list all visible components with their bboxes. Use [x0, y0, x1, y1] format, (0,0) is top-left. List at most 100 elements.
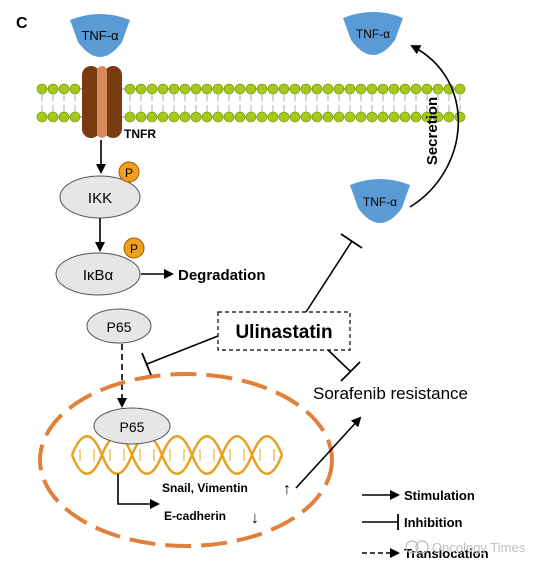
- ikba-phospho-label: P: [130, 242, 138, 256]
- phospholipid-head: [124, 111, 136, 123]
- inhibition-bar-resistance: [340, 361, 361, 382]
- phospholipid-head: [256, 111, 268, 123]
- phospholipid-head: [344, 83, 356, 95]
- ikba-phospho-badge: [123, 237, 145, 259]
- inhibition-ulinastatin-to-tnf: [305, 240, 353, 313]
- phospholipid-head: [212, 111, 224, 123]
- e-cadherin-down-arrow: ↓: [251, 510, 259, 527]
- phospholipid-head: [245, 111, 257, 123]
- e-cadherin-label: E-cadherin: [164, 509, 226, 523]
- legend: Stimulation Inhibition Translocation: [362, 488, 489, 561]
- phospholipid-head: [47, 111, 59, 123]
- ikk-label: IKK: [88, 190, 112, 207]
- inhibition-ulinastatin-to-resistance: [327, 349, 352, 373]
- tnf-alpha-secreted-bottom: [350, 179, 410, 223]
- phospholipid-head: [311, 83, 323, 95]
- snail-vimentin-up-arrow: ↑: [283, 481, 291, 498]
- phospholipid-head: [432, 83, 444, 95]
- phospholipid-head: [201, 83, 213, 95]
- p65-cytoplasm-label: P65: [107, 319, 132, 335]
- dna-helix: [70, 435, 284, 475]
- phospholipid-head: [278, 111, 290, 123]
- phospholipid-head: [58, 83, 70, 95]
- phospholipid-head: [36, 83, 48, 95]
- phospholipid-head: [399, 111, 411, 123]
- legend-translocation-label: Translocation: [404, 546, 489, 561]
- tnf-alpha-ligand: [70, 14, 130, 57]
- phospholipid-head: [300, 111, 312, 123]
- phospholipid-head: [69, 83, 81, 95]
- phospholipid-head: [69, 111, 81, 123]
- phospholipid-head: [135, 111, 147, 123]
- snail-vimentin-label: Snail, Vimentin: [162, 481, 248, 495]
- p65-cytoplasm-node: [86, 308, 152, 344]
- phospholipid-heads: [36, 83, 466, 123]
- phospholipid-head: [388, 83, 400, 95]
- tnf-alpha-secreted-bottom-label: TNF-α: [363, 195, 397, 209]
- phospholipid-head: [355, 111, 367, 123]
- phospholipid-head: [410, 83, 422, 95]
- arrow-transcription: [117, 474, 160, 509]
- arrow-genes-to-resistance: [295, 416, 362, 489]
- watermark-text: Oncology Times: [432, 540, 526, 555]
- ulinastatin-box: [217, 311, 351, 351]
- phospholipid-head: [333, 83, 345, 95]
- phospholipid-head: [135, 83, 147, 95]
- phospholipid-head: [355, 83, 367, 95]
- phospholipid-head: [179, 111, 191, 123]
- phospholipid-head: [245, 83, 257, 95]
- phospholipid-head: [36, 111, 48, 123]
- phospholipid-head: [190, 111, 202, 123]
- p65-nucleus-node: [93, 407, 171, 445]
- phospholipid-head: [344, 111, 356, 123]
- watermark: Oncology Times: [405, 540, 526, 555]
- phospholipid-head: [234, 83, 246, 95]
- phospholipid-head: [421, 83, 433, 95]
- phospholipid-head: [399, 83, 411, 95]
- phospholipid-head: [322, 83, 334, 95]
- ikk-phospho-label: P: [125, 166, 133, 180]
- phospholipid-head: [146, 111, 158, 123]
- phospholipid-head: [212, 83, 224, 95]
- degradation-label: Degradation: [178, 267, 266, 284]
- phospholipid-head: [223, 83, 235, 95]
- phospholipid-head: [333, 111, 345, 123]
- phospholipid-head: [190, 83, 202, 95]
- ikba-node: [55, 252, 141, 296]
- inhibition-bar-p65: [141, 352, 152, 376]
- phospholipid-head: [223, 111, 235, 123]
- phospholipid-head: [388, 111, 400, 123]
- tnf-alpha-ligand-label: TNF-α: [81, 28, 119, 43]
- inhibition-bar-tnf: [340, 233, 363, 249]
- secretion-label: Secretion: [424, 97, 441, 165]
- phospholipid-head: [278, 83, 290, 95]
- ikk-phospho-badge: [118, 161, 140, 183]
- phospholipid-head: [157, 111, 169, 123]
- phospholipid-head: [377, 83, 389, 95]
- legend-stimulation-label: Stimulation: [404, 488, 475, 503]
- tnf-alpha-secreted-top-label: TNF-α: [356, 27, 390, 41]
- ulinastatin-label: Ulinastatin: [235, 322, 332, 343]
- phospholipid-head: [168, 83, 180, 95]
- tnfr-label: TNFR: [124, 127, 156, 141]
- phospholipid-head: [234, 111, 246, 123]
- legend-inhibition-label: Inhibition: [404, 515, 463, 530]
- phospholipid-head: [443, 111, 455, 123]
- cell-membrane: [36, 83, 466, 123]
- phospholipid-head: [168, 111, 180, 123]
- phospholipid-head: [267, 111, 279, 123]
- phospholipid-head: [322, 111, 334, 123]
- inhibition-ulinastatin-to-p65: [146, 335, 219, 365]
- panel-label: C: [16, 15, 28, 32]
- phospholipid-head: [410, 111, 422, 123]
- phospholipid-head: [377, 111, 389, 123]
- tnf-alpha-secreted-top: [343, 12, 403, 55]
- phospholipid-head: [157, 83, 169, 95]
- phospholipid-head: [267, 83, 279, 95]
- phospholipid-head: [256, 83, 268, 95]
- phospholipid-head: [289, 111, 301, 123]
- ikba-label: IκBα: [83, 267, 114, 284]
- phospholipid-head: [47, 83, 59, 95]
- secretion-arrow: [409, 45, 460, 208]
- phospholipid-head: [146, 83, 158, 95]
